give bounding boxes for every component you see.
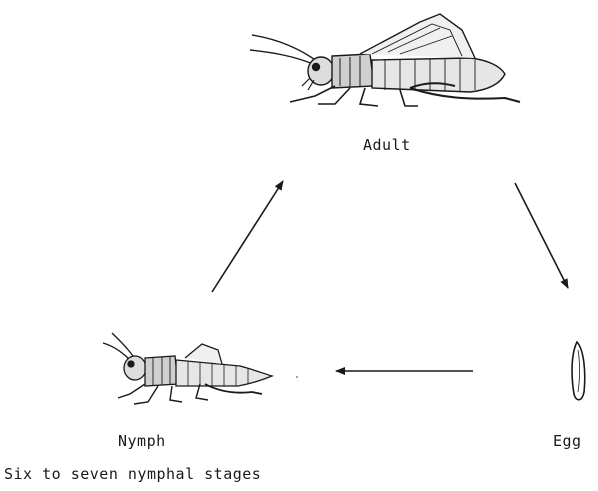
nymph-grasshopper-illustration <box>103 333 272 404</box>
nymphal-stages-caption: Six to seven nymphal stages <box>4 465 261 483</box>
nymph-stage-label: Nymph <box>118 432 166 450</box>
arrow-nymph-to-adult <box>212 181 283 292</box>
egg-illustration <box>572 342 585 400</box>
egg-stage-label: Egg <box>553 432 582 450</box>
arrow-adult-to-egg <box>515 183 568 288</box>
ink-dot <box>296 376 298 378</box>
adult-grasshopper-illustration <box>250 14 520 106</box>
adult-stage-label: Adult <box>363 136 411 154</box>
